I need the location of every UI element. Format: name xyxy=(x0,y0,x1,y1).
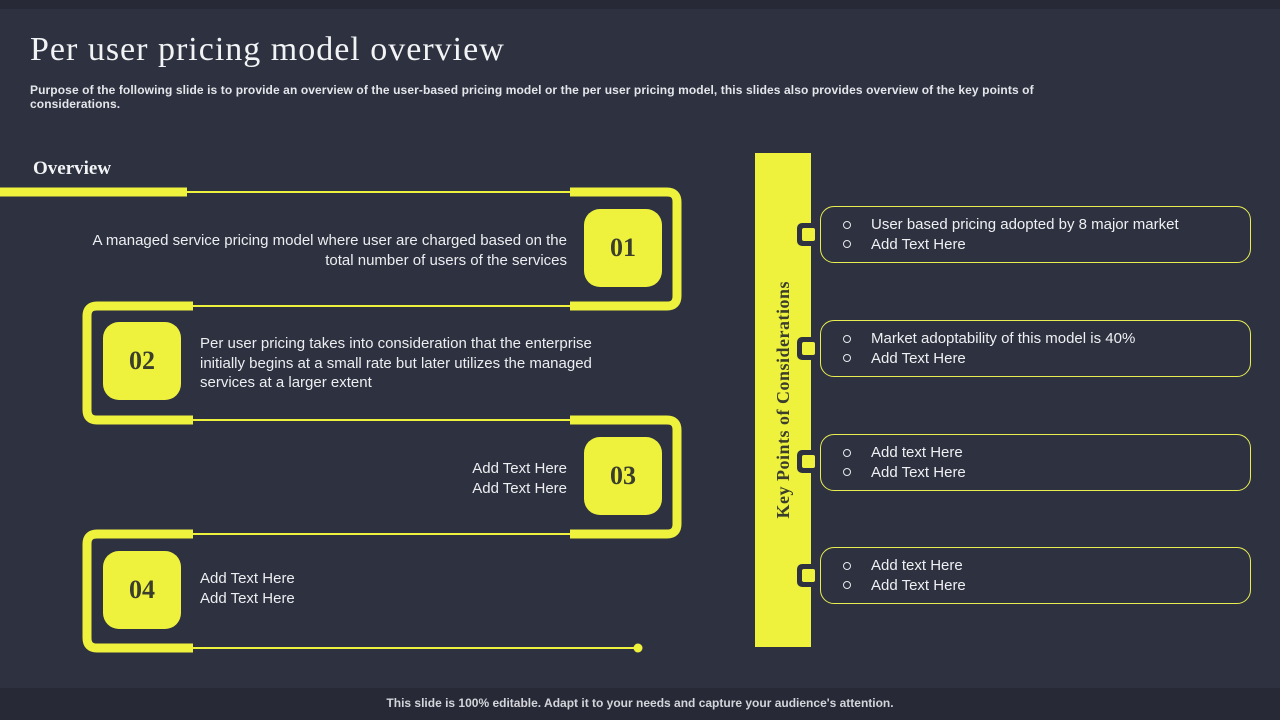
banner-connector-node xyxy=(797,337,820,360)
bullet-item: Add text Here xyxy=(843,443,1240,463)
bullet-label-placeholder[interactable]: Add Text Here xyxy=(871,235,966,253)
top-edge-band xyxy=(0,0,1280,9)
circle-bullet-icon xyxy=(843,561,851,570)
step-number-04: 04 xyxy=(103,551,181,629)
connector-node-square xyxy=(802,342,815,355)
bullet-label-placeholder[interactable]: Add Text Here xyxy=(871,576,966,594)
bullet-item: User based pricing adopted by 8 major ma… xyxy=(843,215,1240,235)
step-number-01: 01 xyxy=(584,209,662,287)
bullet-item: Add text Here xyxy=(843,556,1240,576)
bullet-label: Market adoptability of this model is 40% xyxy=(871,330,1136,348)
circle-bullet-icon xyxy=(843,220,851,229)
banner-connector-node xyxy=(797,450,820,473)
bullet-label: User based pricing adopted by 8 major ma… xyxy=(871,216,1179,234)
banner-connector-node xyxy=(797,223,820,246)
slide-subtitle: Purpose of the following slide is to pro… xyxy=(30,83,1034,111)
bullet-item: Add Text Here xyxy=(843,576,1240,596)
step-text-02: Per user pricing takes into consideratio… xyxy=(200,335,592,391)
circle-bullet-icon xyxy=(843,354,851,363)
bullet-label-placeholder[interactable]: Add text Here xyxy=(871,557,963,575)
footer-note: This slide is 100% editable. Adapt it to… xyxy=(386,696,894,710)
circle-bullet-icon xyxy=(843,448,851,457)
circle-bullet-icon xyxy=(843,468,851,477)
overview-heading: Overview xyxy=(33,158,112,179)
key-points-banner-label: Key Points of Considerations xyxy=(772,281,793,519)
connector-node-square xyxy=(802,569,815,582)
bullet-item: Add Text Here xyxy=(843,235,1240,255)
circle-bullet-icon xyxy=(843,240,851,249)
line-end-dot xyxy=(633,643,643,653)
key-point-box-2: Market adoptability of this model is 40%… xyxy=(820,320,1251,377)
bullet-label-placeholder[interactable]: Add Text Here xyxy=(871,349,966,367)
step-text-04-placeholder[interactable]: Add Text Here Add Text Here xyxy=(200,570,295,607)
key-point-box-3: Add text Here Add Text Here xyxy=(820,434,1251,491)
bullet-label-placeholder[interactable]: Add Text Here xyxy=(871,463,966,481)
circle-bullet-icon xyxy=(843,334,851,343)
bullet-item: Market adoptability of this model is 40% xyxy=(843,329,1240,349)
step-text-03-placeholder[interactable]: Add Text Here Add Text Here xyxy=(472,460,567,497)
slide-title: Per user pricing model overview xyxy=(30,31,505,68)
banner-connector-node xyxy=(797,564,820,587)
bottom-edge-band xyxy=(0,688,1280,720)
bullet-item: Add Text Here xyxy=(843,463,1240,483)
bullet-item: Add Text Here xyxy=(843,349,1240,369)
step-number-02: 02 xyxy=(103,322,181,400)
circle-bullet-icon xyxy=(843,581,851,590)
step-number-03: 03 xyxy=(584,437,662,515)
connector-node-square xyxy=(802,228,815,241)
key-point-box-1: User based pricing adopted by 8 major ma… xyxy=(820,206,1251,263)
key-point-box-4: Add text Here Add Text Here xyxy=(820,547,1251,604)
connector-node-square xyxy=(802,455,815,468)
bullet-label-placeholder[interactable]: Add text Here xyxy=(871,444,963,462)
step-text-01: A managed service pricing model where us… xyxy=(92,232,567,269)
